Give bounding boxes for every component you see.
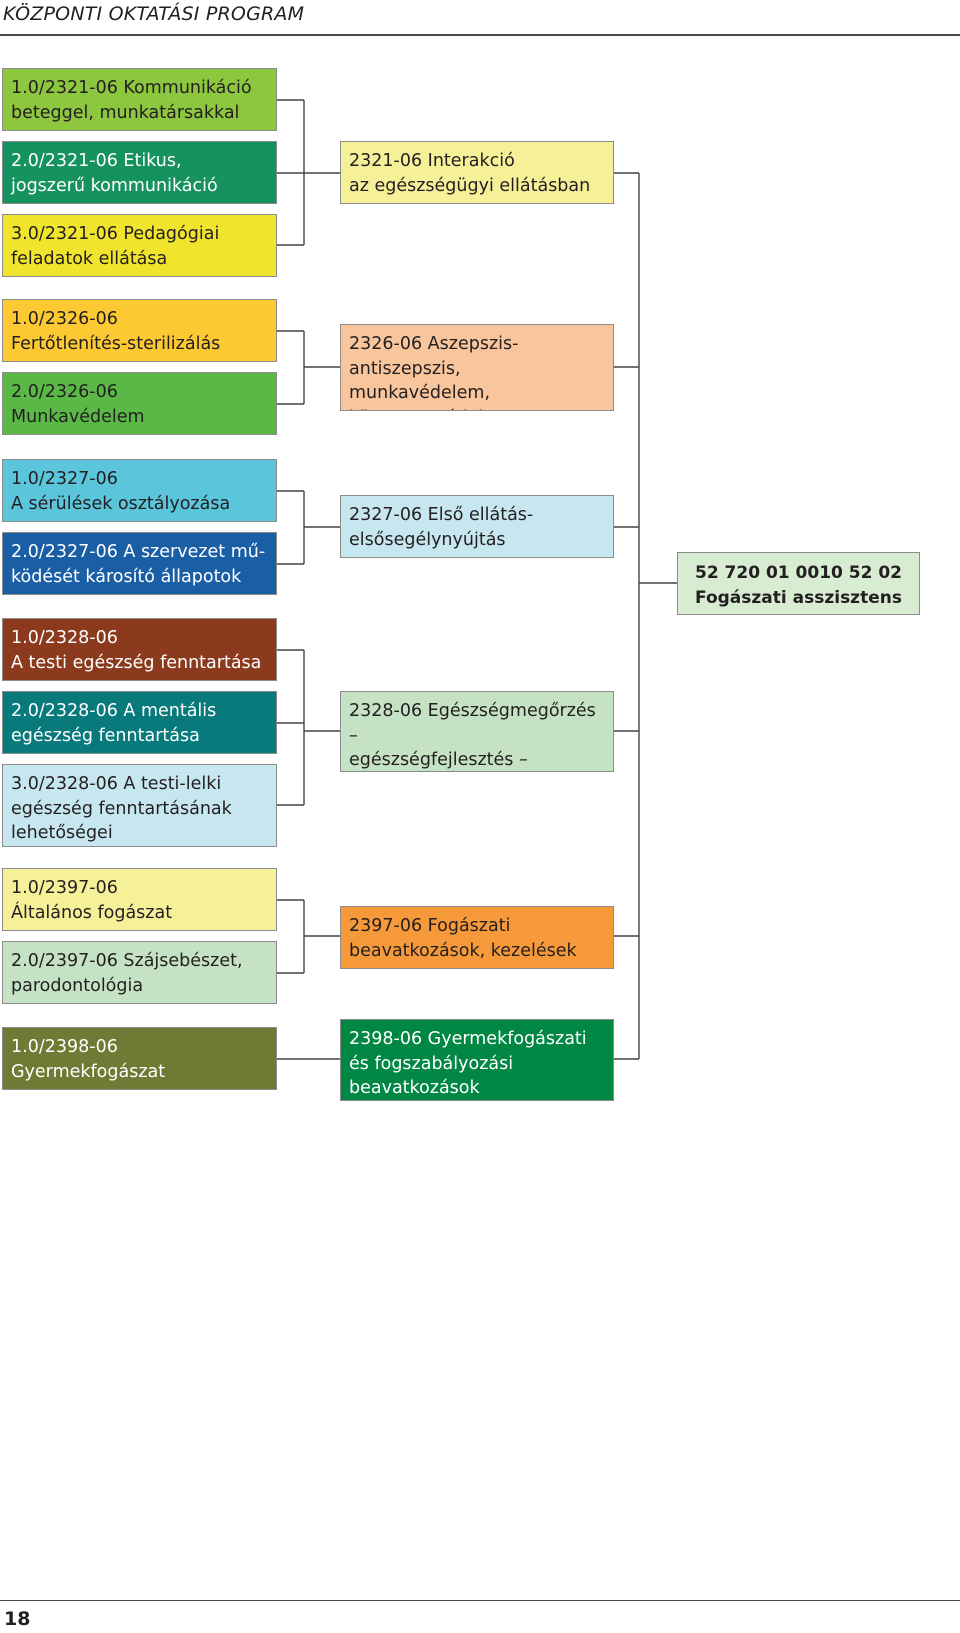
submodule-box: 1.0/2397-06 Általános fogászat: [2, 868, 277, 931]
module-box: 2328-06 Egészségmegőrzés – egészségfejle…: [340, 691, 614, 772]
module-box: 2321-06 Interakció az egészségügyi ellát…: [340, 141, 614, 204]
module-box: 2326-06 Aszepszis- antiszepszis, munkavé…: [340, 324, 614, 411]
submodule-box: 3.0/2328-06 A testi-lelki egészség fennt…: [2, 764, 277, 847]
module-box: 2327-06 Első ellátás- elsősegélynyújtás: [340, 495, 614, 558]
page-number: 18: [4, 1608, 31, 1630]
submodule-box: 2.0/2328-06 A mentális egészség fenntart…: [2, 691, 277, 754]
submodule-box: 1.0/2326-06 Fertőtlenítés-sterilizálás: [2, 299, 277, 362]
submodule-box: 2.0/2321-06 Etikus, jogszerű kommunikáci…: [2, 141, 277, 204]
submodule-box: 2.0/2397-06 Szájsebészet, parodontológia: [2, 941, 277, 1004]
submodule-box: 3.0/2321-06 Pedagógiai feladatok ellátás…: [2, 214, 277, 277]
footer-rule: [0, 1600, 960, 1601]
submodule-box: 1.0/2328-06 A testi egészség fenntartása: [2, 618, 277, 681]
submodule-box: 2.0/2327-06 A szervezet mű- ködését káro…: [2, 532, 277, 595]
qualification-box: 52 720 01 0010 52 02 Fogászati assziszte…: [677, 552, 920, 615]
submodule-box: 2.0/2326-06 Munkavédelem: [2, 372, 277, 435]
module-box: 2397-06 Fogászati beavatkozások, kezelés…: [340, 906, 614, 969]
module-box: 2398-06 Gyermekfogászati és fogszabályoz…: [340, 1019, 614, 1101]
header-rule: [0, 34, 960, 36]
page-header-title: KÖZPONTI OKTATÁSI PROGRAM: [3, 3, 305, 25]
submodule-box: 1.0/2327-06 A sérülések osztályozása: [2, 459, 277, 522]
submodule-box: 1.0/2321-06 Kommunikáció beteggel, munka…: [2, 68, 277, 131]
submodule-box: 1.0/2398-06 Gyermekfogászat: [2, 1027, 277, 1090]
